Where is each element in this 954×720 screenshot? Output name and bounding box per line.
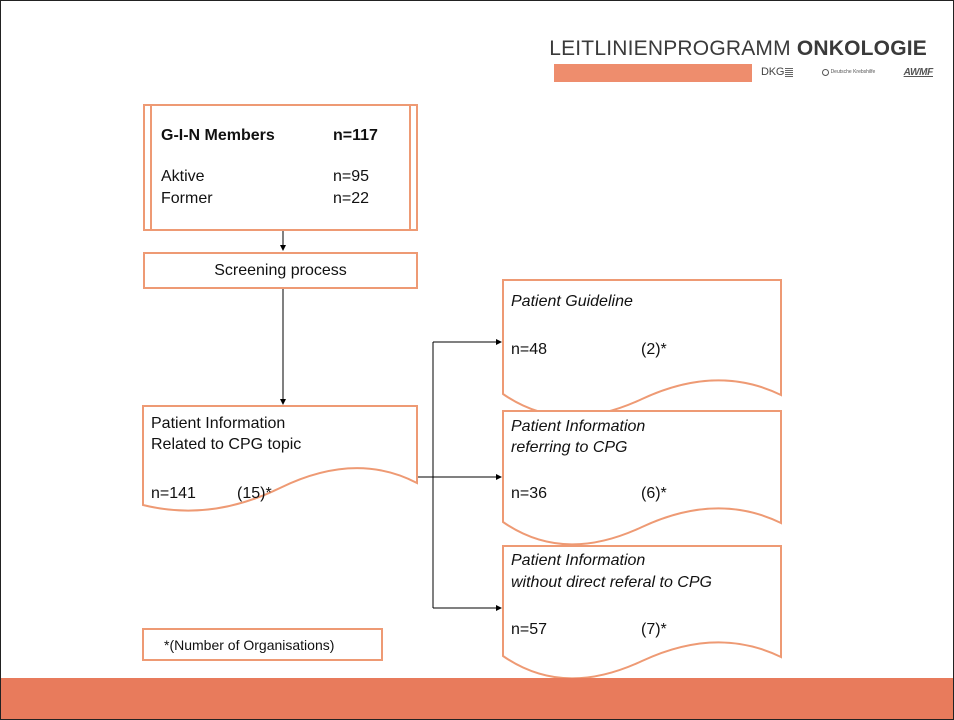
awmf-logo: AWMF	[903, 66, 934, 78]
outcome-3-orgs: (7)*	[641, 621, 667, 638]
program-title-bold: ONKOLOGIE	[796, 37, 927, 60]
footer-bar	[1, 678, 953, 719]
program-title-light: LEITLINIENPROGRAMM	[549, 37, 797, 60]
dkg-logo: DKG	[761, 66, 794, 78]
outcome-3-count: n=57	[511, 621, 548, 638]
gin-members-box: G-I-N Members n=117 Aktive n=95 Former n…	[143, 104, 418, 231]
program-title: LEITLINIENPROGRAMM ONKOLOGIE	[549, 37, 927, 61]
krebshilfe-logo-text: Deutsche Krebshilfe	[830, 69, 876, 75]
patient-info-line2: Related to CPG topic	[151, 436, 302, 453]
footnote-box: *(Number of Organisations)	[142, 628, 383, 661]
patient-info-line1: Patient Information	[151, 415, 286, 432]
gin-former-count: n=22	[333, 190, 370, 207]
patient-info-orgs: (15)*	[237, 485, 272, 502]
partner-logos: DKG Deutsche Krebshilfe AWMF	[761, 64, 933, 80]
patient-info-document-shape	[142, 405, 418, 512]
gin-members-inner-frame	[150, 106, 411, 229]
outcome-3-line2: without direct referal to CPG	[511, 574, 712, 591]
referring-cpg-document-shape	[502, 410, 782, 546]
outcome-2-orgs: (6)*	[641, 485, 667, 502]
outcome-1-count: n=48	[511, 341, 548, 358]
patient-info-count: n=141	[151, 485, 196, 502]
krebshilfe-icon	[821, 68, 829, 76]
outcome-1-orgs: (2)*	[641, 341, 667, 358]
dkg-logo-icon	[785, 67, 794, 77]
krebshilfe-logo: Deutsche Krebshilfe	[821, 68, 876, 76]
brand-accent-bar	[554, 64, 752, 82]
gin-active-label: Aktive	[161, 168, 205, 185]
dkg-logo-text: DKG	[761, 66, 785, 78]
screening-label: Screening process	[214, 261, 347, 279]
gin-former-label: Former	[161, 190, 213, 207]
gin-members-title: G-I-N Members	[161, 127, 275, 144]
outcome-2-count: n=36	[511, 485, 548, 502]
gin-active-count: n=95	[333, 168, 370, 185]
screening-box: Screening process	[143, 252, 418, 289]
outcome-2-line1: Patient Information	[511, 418, 646, 435]
outcome-1-line1: Patient Guideline	[511, 293, 633, 310]
outcome-2-line2: referring to CPG	[511, 439, 628, 456]
footnote-text: *(Number of Organisations)	[164, 636, 335, 653]
no-referal-document-shape	[502, 545, 782, 680]
outcome-3-line1: Patient Information	[511, 552, 646, 569]
gin-members-total: n=117	[333, 127, 378, 144]
